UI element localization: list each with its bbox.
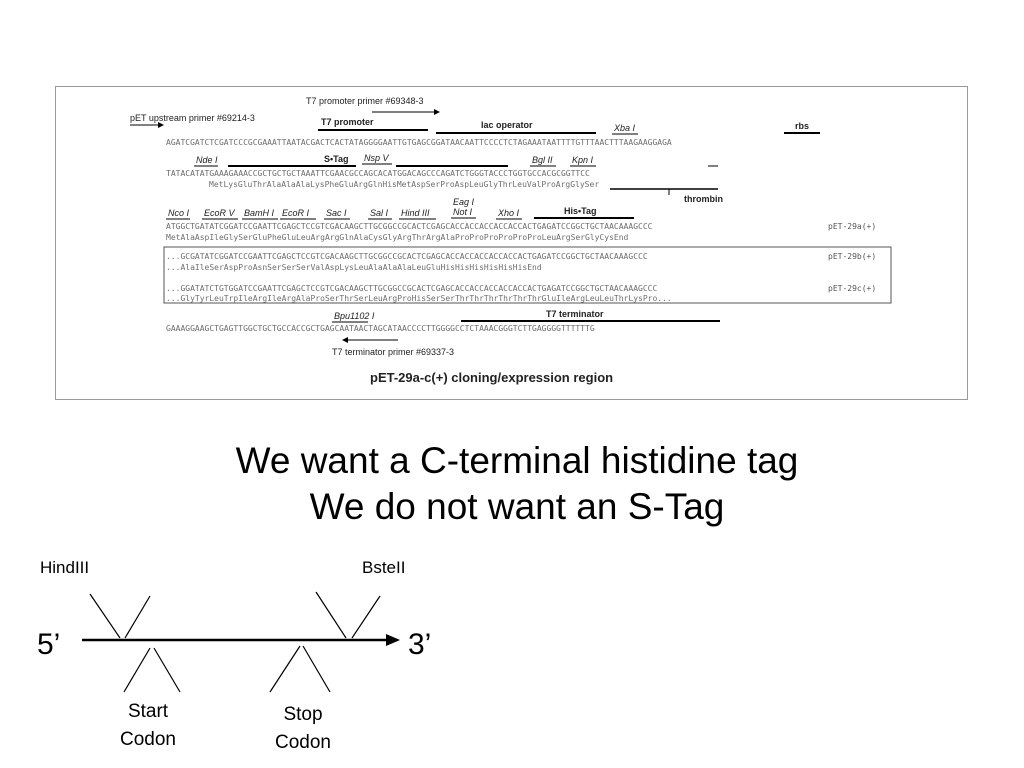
bsteii-site-label: BsteII <box>362 558 405 577</box>
t7-terminator-primer-arrowhead <box>342 337 348 343</box>
t7-promoter-primer-arrowhead <box>434 109 440 115</box>
ncoi-label: Nco I <box>168 208 190 218</box>
start-codon-mark-right <box>153 647 181 693</box>
sequence-line-6: GAAAGGAAGCTGAGTTGGCTGCTGCCACCGCTGAGCAATA… <box>166 324 595 333</box>
lac-operator-label: lac operator <box>481 120 533 130</box>
sequence-line-1: AGATCGATCTCGATCCCGCGAAATTAATACGACTCACTAT… <box>166 138 672 147</box>
sequence-line-5: ...GGATATCTGTGGATCCGAATTCGAGCTCCGTCGACAA… <box>166 284 657 293</box>
pet29bc-box <box>163 246 892 304</box>
thrombin-label: thrombin <box>684 194 723 204</box>
cloning-schematic: HindIII BsteII 5’ 3’ Start Codon Stop Co… <box>37 558 431 753</box>
sequence-line-2: TATACATATGAAAGAAACCGCTGCTGCTAAATTCGAACGC… <box>166 169 590 178</box>
hindiii-cut-right <box>124 595 151 639</box>
upstream-primer-arrowhead <box>158 122 164 128</box>
pet29c-label: pET-29c(+) <box>828 284 876 293</box>
xhoi-label: Xho I <box>497 208 520 218</box>
hindiii-cut-left <box>89 593 121 639</box>
five-prime-label: 5’ <box>37 628 60 661</box>
stop-codon-mark-right <box>302 645 331 693</box>
pet29-cloning-region-figure: pET upstream primer #69214-3 T7 promoter… <box>55 86 968 400</box>
protein-line-3: MetAlaAspIleGlySerGluPheGluLeuArgArgGlnA… <box>166 233 629 242</box>
dna-strand-arrowhead <box>386 634 400 646</box>
rbs-label: rbs <box>795 121 809 131</box>
start-codon-mark-left <box>123 647 151 693</box>
ecori-label: EcoR I <box>282 208 310 218</box>
upstream-primer-label: pET upstream primer #69214-3 <box>130 113 255 123</box>
saci-label: Sac I <box>326 208 347 218</box>
three-prime-label: 3’ <box>408 628 431 661</box>
eagi-label: Eag I <box>453 197 475 207</box>
sali-label: Sal I <box>370 208 389 218</box>
stop-codon-label-line-2: Codon <box>275 732 331 753</box>
kpni-label: Kpn I <box>572 155 594 165</box>
protein-line-5: ...GlyTyrLeuTrpIleArgIleArgAlaProSerThrS… <box>166 294 672 303</box>
ndei-label: Nde I <box>196 155 218 165</box>
cloning-region-diagram: pET upstream primer #69214-3 T7 promoter… <box>130 96 892 385</box>
figure-caption: pET-29a-c(+) cloning/expression region <box>370 370 613 385</box>
t7-terminator-label: T7 terminator <box>546 309 604 319</box>
bsteii-cut-left <box>315 591 347 639</box>
stop-codon-mark-left <box>269 645 301 693</box>
headline: We want a C-terminal histidine tag We do… <box>150 438 884 530</box>
hindiii-site-label: HindIII <box>40 558 89 577</box>
t7-promoter-primer-label: T7 promoter primer #69348-3 <box>306 96 424 106</box>
protein-line-4: ...AlaIleSerAspProAsnSerSerSerValAspLysL… <box>166 263 542 272</box>
pet29a-label: pET-29a(+) <box>828 222 876 231</box>
xbai-label: Xba I <box>613 123 636 133</box>
bglii-label: Bgl II <box>532 155 553 165</box>
bpu1102i-label: Bpu1102 I <box>334 311 375 321</box>
stag-label: S•Tag <box>324 154 349 164</box>
pet29b-label: pET-29b(+) <box>828 252 876 261</box>
sequence-line-4: ...GCGATATCGGATCCGAATTCGAGCTCCGTCGACAAGC… <box>166 252 648 261</box>
headline-line-1: We want a C-terminal histidine tag <box>235 440 799 481</box>
protein-line-2: MetLysGluThrAlaAlaAlaLysPheGluArgGlnHisM… <box>209 180 599 189</box>
bsteii-cut-right <box>351 595 381 639</box>
headline-line-2: We do not want an S-Tag <box>309 486 725 527</box>
start-codon-label-line-1: Start <box>128 701 169 722</box>
histag-label: His•Tag <box>564 206 597 216</box>
hindiii-label: Hind III <box>401 208 430 218</box>
noti-label: Not I <box>453 207 473 217</box>
t7-terminator-primer-label: T7 terminator primer #69337-3 <box>332 347 454 357</box>
ecorv-label: EcoR V <box>204 208 236 218</box>
sequence-line-3: ATGGCTGATATCGGATCCGAATTCGAGCTCCGTCGACAAG… <box>166 222 653 231</box>
bamhi-label: BamH I <box>244 208 275 218</box>
stop-codon-label-line-1: Stop <box>283 704 322 725</box>
nspv-label: Nsp V <box>364 153 390 163</box>
start-codon-label-line-2: Codon <box>120 729 176 750</box>
t7-promoter-label: T7 promoter <box>321 117 374 127</box>
